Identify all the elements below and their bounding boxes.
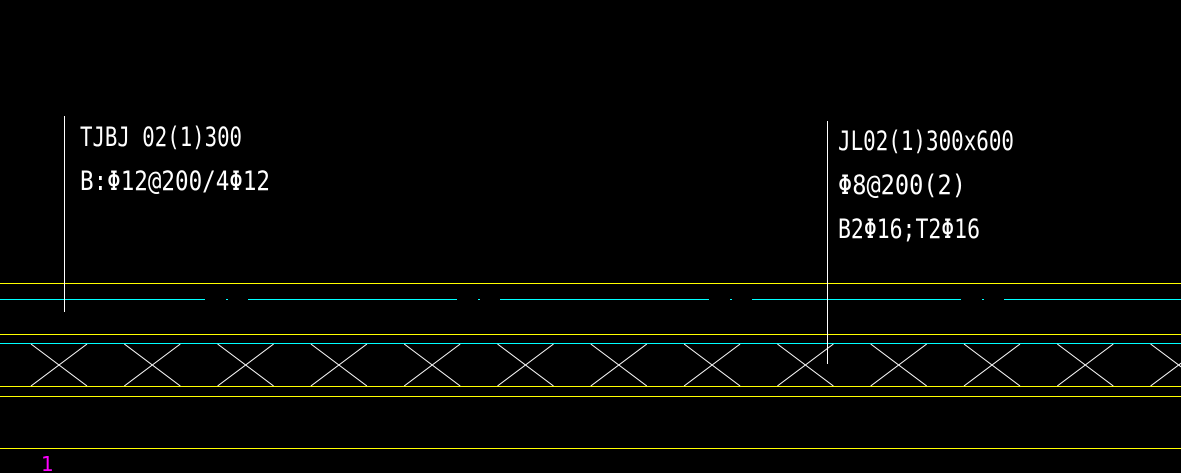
hatch-stroke	[683, 343, 741, 387]
right-annotation-line1: JL02(1)300x600	[838, 126, 1014, 157]
hatch-stroke	[310, 343, 368, 387]
right-annotation-line2: Φ8@200(2)	[838, 170, 966, 201]
hatch-stroke	[1057, 343, 1114, 387]
right-annotation: JL02(1)300x600 Φ8@200(2) B2Φ16;T2Φ16	[838, 126, 1014, 245]
yellow-lines	[0, 283, 1181, 449]
cross-hatch-pattern	[30, 343, 1181, 387]
hatch-stroke	[124, 343, 181, 387]
hatch-stroke	[403, 343, 461, 387]
hatch-stroke	[1150, 362, 1181, 387]
hatch-stroke	[497, 343, 554, 387]
hatch-stroke	[963, 343, 1021, 387]
hatch-stroke	[777, 343, 834, 387]
axis-label: 1	[41, 452, 54, 473]
hatch-stroke	[870, 343, 928, 387]
hatch-stroke	[217, 343, 274, 387]
hatch-stroke	[30, 343, 88, 387]
left-annotation-line1: TJBJ 02(1)300	[80, 122, 242, 153]
right-annotation-line3: B2Φ16;T2Φ16	[838, 214, 980, 245]
left-annotation: TJBJ 02(1)300 B:Φ12@200/4Φ12	[80, 122, 270, 197]
hatch-stroke	[590, 343, 648, 387]
left-annotation-line2: B:Φ12@200/4Φ12	[80, 166, 270, 197]
